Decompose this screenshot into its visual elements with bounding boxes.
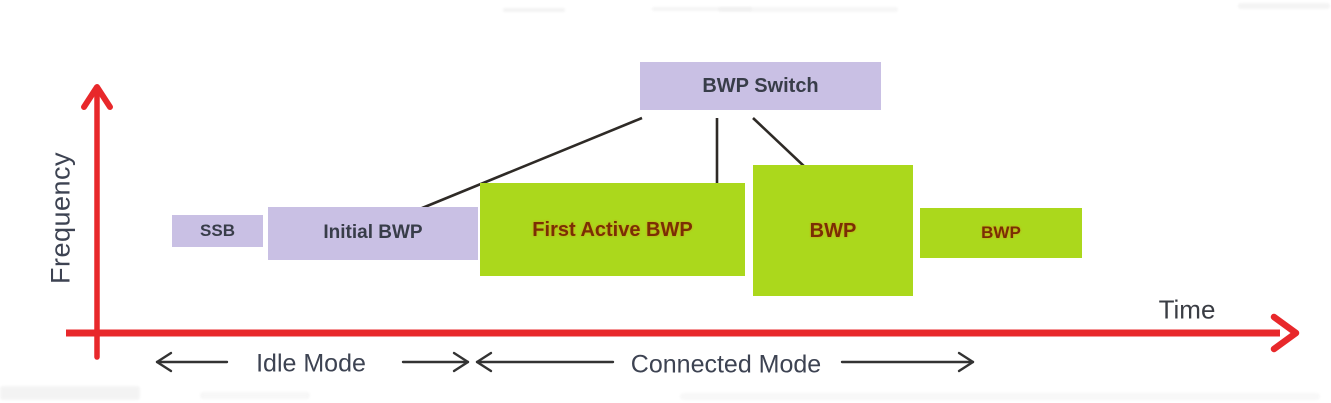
connected-mode-label: Connected Mode [630, 350, 822, 379]
bwp-box-right-label: BWP [981, 222, 1021, 242]
first-active-bwp-box-label: First Active BWP [532, 218, 693, 241]
scan-artifact [503, 8, 565, 12]
y-axis-arrowhead-icon [81, 84, 113, 110]
first-active-bwp-box: First Active BWP [480, 183, 745, 276]
connected-mode-right-arrow-icon [840, 351, 975, 373]
bwp-switch-box: BWP Switch [640, 62, 881, 110]
scan-artifact [718, 7, 898, 12]
scan-artifact [680, 393, 1320, 400]
idle-mode-right-arrow-icon [401, 351, 470, 373]
ssb-box: SSB [172, 215, 263, 247]
y-axis-label: Frequency [45, 151, 76, 285]
scan-artifact [200, 392, 310, 399]
x-axis-label: Time [1158, 294, 1216, 325]
scan-artifact [652, 7, 752, 11]
connector-switch-to-initial-bwp [409, 116, 643, 215]
bwp-switch-box-label: BWP Switch [702, 75, 819, 97]
ssb-box-label: SSB [200, 220, 235, 240]
initial-bwp-box: Initial BWP [268, 207, 478, 260]
initial-bwp-box-label: Initial BWP [323, 222, 423, 244]
bwp-box-middle: BWP [753, 165, 913, 296]
idle-mode-label: Idle Mode [256, 349, 366, 378]
bwp-box-middle-label: BWP [809, 219, 857, 242]
bwp-box-right: BWP [920, 208, 1082, 258]
x-axis-arrowhead-icon [1270, 313, 1300, 353]
scan-artifact [1238, 3, 1330, 9]
connected-mode-left-arrow-icon [475, 351, 615, 373]
scan-artifact [0, 386, 140, 400]
idle-mode-left-arrow-icon [155, 351, 229, 373]
